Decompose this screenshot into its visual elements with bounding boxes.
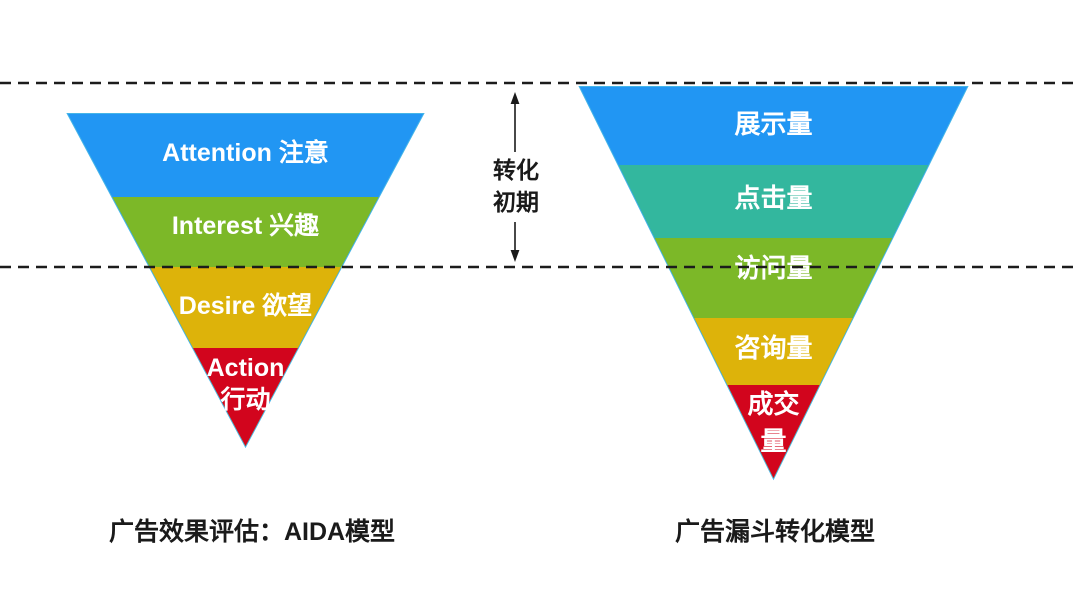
conversion-label-clicks: 点击量 [734,183,812,213]
early-conversion-annotation: 转化 初期 [493,92,539,262]
aida-funnel: Attention 注意 Interest 兴趣 Desire 欲望 Actio… [66,113,425,449]
conversion-label-inquiries: 咨询量 [734,333,812,363]
conversion-funnel: 展示量 点击量 访问量 咨询量 成交 量 [578,86,969,481]
aida-label-attention: Attention 注意 [162,138,329,167]
conversion-label-deals-line2: 量 [760,426,786,456]
arrowhead-down-icon [510,250,520,262]
aida-label-interest: Interest 兴趣 [172,212,319,240]
aida-funnel-caption: 广告效果评估：AIDA模型 [109,517,395,546]
aida-layer-action [193,348,298,446]
aida-label-desire: Desire 欲望 [179,292,312,320]
conversion-label-deals-line1: 成交 [747,389,799,419]
conversion-layer-deals [727,385,820,478]
annotation-text-line1: 转化 [493,157,539,183]
aida-label-action-line1: Action [207,354,285,382]
annotation-text-line2: 初期 [493,189,539,215]
aida-label-action-line2: 行动 [219,386,270,414]
conversion-label-impressions: 展示量 [734,109,812,139]
arrowhead-up-icon [510,92,520,104]
conversion-funnel-caption: 广告漏斗转化模型 [675,517,875,546]
